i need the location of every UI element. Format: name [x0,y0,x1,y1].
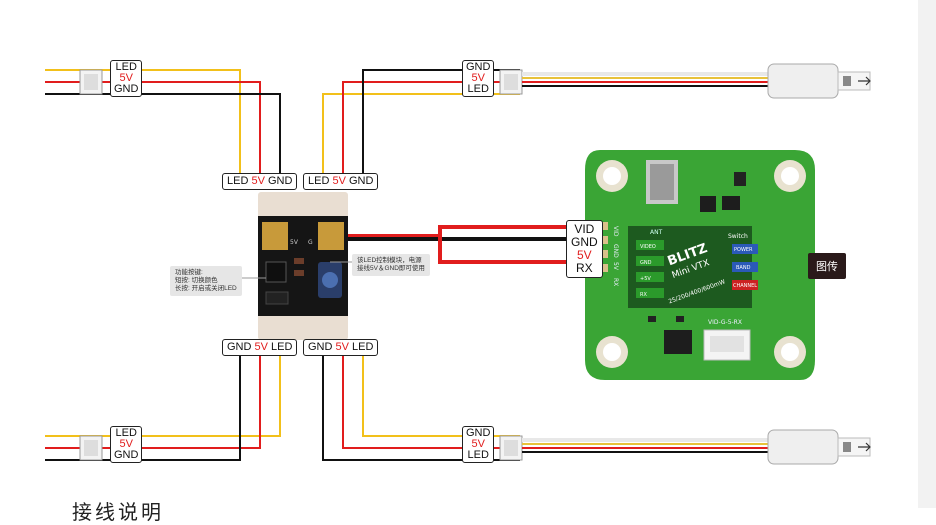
pin-5v: 5V [254,341,268,353]
vtx-connector-label: VID-G-5-RX [708,319,742,326]
vtx-edge-5v: 5V [612,262,619,271]
pin-gnd: GND [466,427,491,439]
pin-gnd: GND [571,235,598,249]
module-pad-5v: 5V [290,239,299,246]
jst-connector-bottom-left [79,435,103,461]
jst-connector-top-right [499,69,523,95]
pin-5v: 5V [576,248,592,262]
pin-5v: 5V [471,72,485,84]
vtx-maker: ANT [650,229,663,236]
pin-gnd: GND [268,175,293,187]
vtx-pad-5v: +5V [640,276,651,282]
module-header-bottom-left: GND 5V LED [222,339,298,356]
pin-led: LED [352,341,374,353]
pin-box-bottom-left: LED 5V GND [110,426,143,463]
vtx-btn-power: POWER [734,247,753,253]
pin-5v: 5V [332,175,346,187]
pin-5v: 5V [251,175,265,187]
led-strip-bottom [522,429,871,465]
jst-connector-top-left [79,69,103,95]
pin-led: LED [227,175,249,187]
vtx-edge-rx: RX [612,278,619,286]
vtx-btn-channel: CHANNEL [733,283,757,289]
pin-gnd: GND [349,175,374,187]
module-header-bottom-right: GND 5V LED [303,339,379,356]
vtx-board: VIDEO GND +5V RX ANT BLITZ Mini VTX 25/2… [585,150,815,380]
right-edge-bar [918,0,936,508]
pin-5v: 5V [471,438,485,450]
vtx-pin-box: VID GND 5V RX [566,220,603,278]
jst-connector-bottom-right [499,435,523,461]
pin-5v: 5V [335,341,349,353]
led-strip-top [522,63,871,99]
vtx-edge-gnd: GND [612,244,619,258]
pin-5v: 5V [119,72,133,84]
vtx-edge-vid: VID [612,226,619,237]
vtx-pad-video: VIDEO [640,244,656,250]
pin-gnd: GND [308,341,333,353]
pin-led: LED [308,175,330,187]
pin-5v: 5V [119,438,133,450]
wires-module-to-vtx [270,225,598,264]
pin-gnd: GND [227,341,252,353]
vtx-pad-rx: RX [640,292,647,298]
pin-rx: RX [576,261,593,275]
bottom-heading: 接线说明 [72,502,164,524]
pin-box-bottom-right: GND 5V LED [462,426,495,463]
pin-led: LED [467,449,489,461]
pin-gnd: GND [466,61,491,73]
vtx-switch: Switch [728,233,748,240]
vtx-btn-band: BAND [736,265,751,271]
button-function-note: 功能按键: 短按: 切换颜色 长按: 开启或关闭LED [170,266,242,296]
module-header-top-left: LED 5V GND [222,173,298,190]
pin-led: LED [271,341,293,353]
pin-box-top-right: GND 5V LED [462,60,495,97]
pin-gnd: GND [114,449,139,461]
module-power-note: 该LED控制模块，电源 接线5V＆GND即可使用 [352,254,430,276]
pin-led: LED [115,61,137,73]
led-control-module: 5V G [258,192,348,340]
vtx-pad-gnd: GND [640,260,652,266]
module-header-top-right: LED 5V GND [303,173,379,190]
vtx-tag: 图传 [808,253,846,279]
pin-vid: VID [574,222,595,236]
module-pad-g: G [308,239,313,246]
pin-box-top-left: LED 5V GND [110,60,143,97]
pin-gnd: GND [114,83,139,95]
pin-led: LED [115,427,137,439]
wiring-diagram: 5V G VIDEO GND +5V RX ANT BLITZ Mini VTX [45,63,871,465]
pin-led: LED [467,83,489,95]
